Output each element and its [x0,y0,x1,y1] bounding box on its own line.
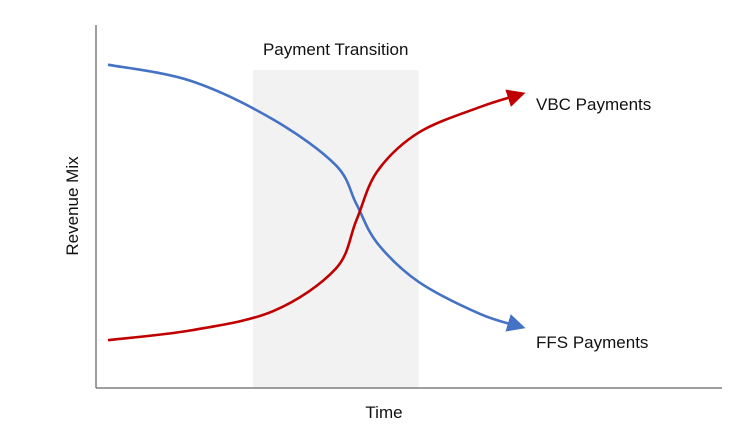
ffs-payments-line [107,63,526,332]
y-axis-label: Revenue Mix [63,156,82,256]
transition-label: Payment Transition [263,40,409,59]
vbc-payments-line [107,89,526,342]
ffs-series-label: FFS Payments [536,333,648,352]
vbc-series-label: VBC Payments [536,95,651,114]
transition-region [252,70,419,388]
x-axis-label: Time [365,403,402,422]
